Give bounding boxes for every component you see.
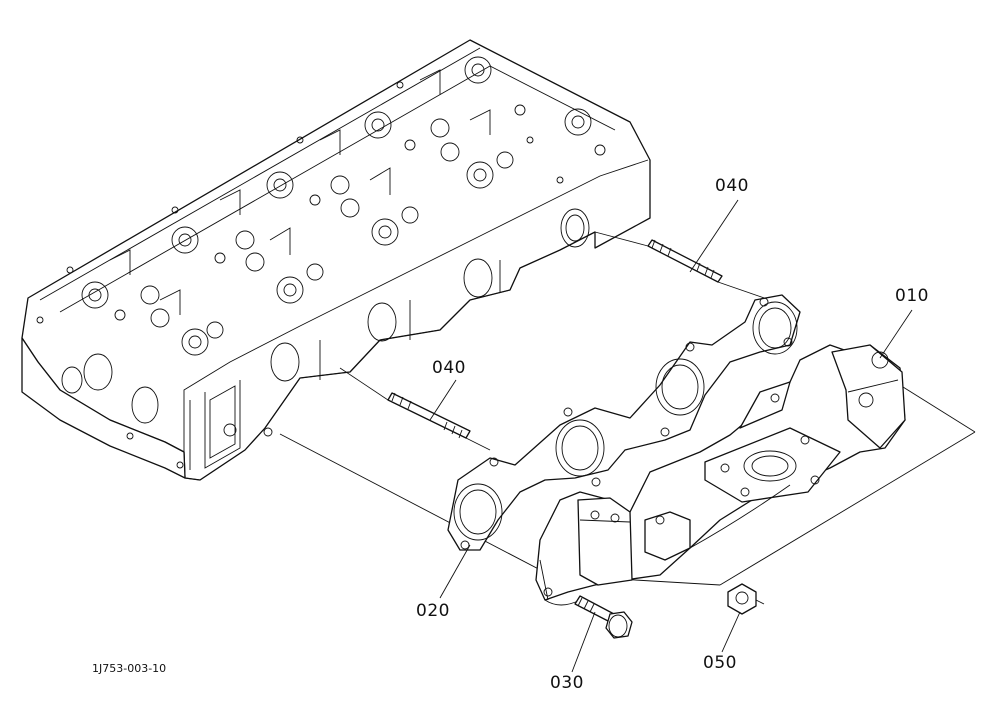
stud-upper [647, 239, 723, 283]
callout-030: 030 [550, 673, 584, 693]
leader-040-lower [429, 379, 457, 421]
leader-040-upper [689, 199, 739, 273]
callout-040-lower: 040 [432, 358, 466, 378]
flange-nut [727, 583, 765, 615]
flange-bolt [574, 595, 633, 639]
callout-050: 050 [703, 653, 737, 673]
drawing-code: 1J753-003-10 [92, 662, 167, 675]
leader-030 [571, 611, 596, 673]
leader-010 [879, 309, 913, 359]
stud-lower [387, 392, 471, 439]
leader-020 [439, 544, 471, 599]
callout-020: 020 [416, 601, 450, 621]
exhaust-manifold [535, 344, 906, 606]
cylinder-head [21, 39, 651, 481]
callout-010: 010 [895, 286, 929, 306]
exhaust-gasket [447, 294, 801, 551]
leader-050 [721, 611, 741, 653]
callout-040-upper: 040 [715, 176, 749, 196]
